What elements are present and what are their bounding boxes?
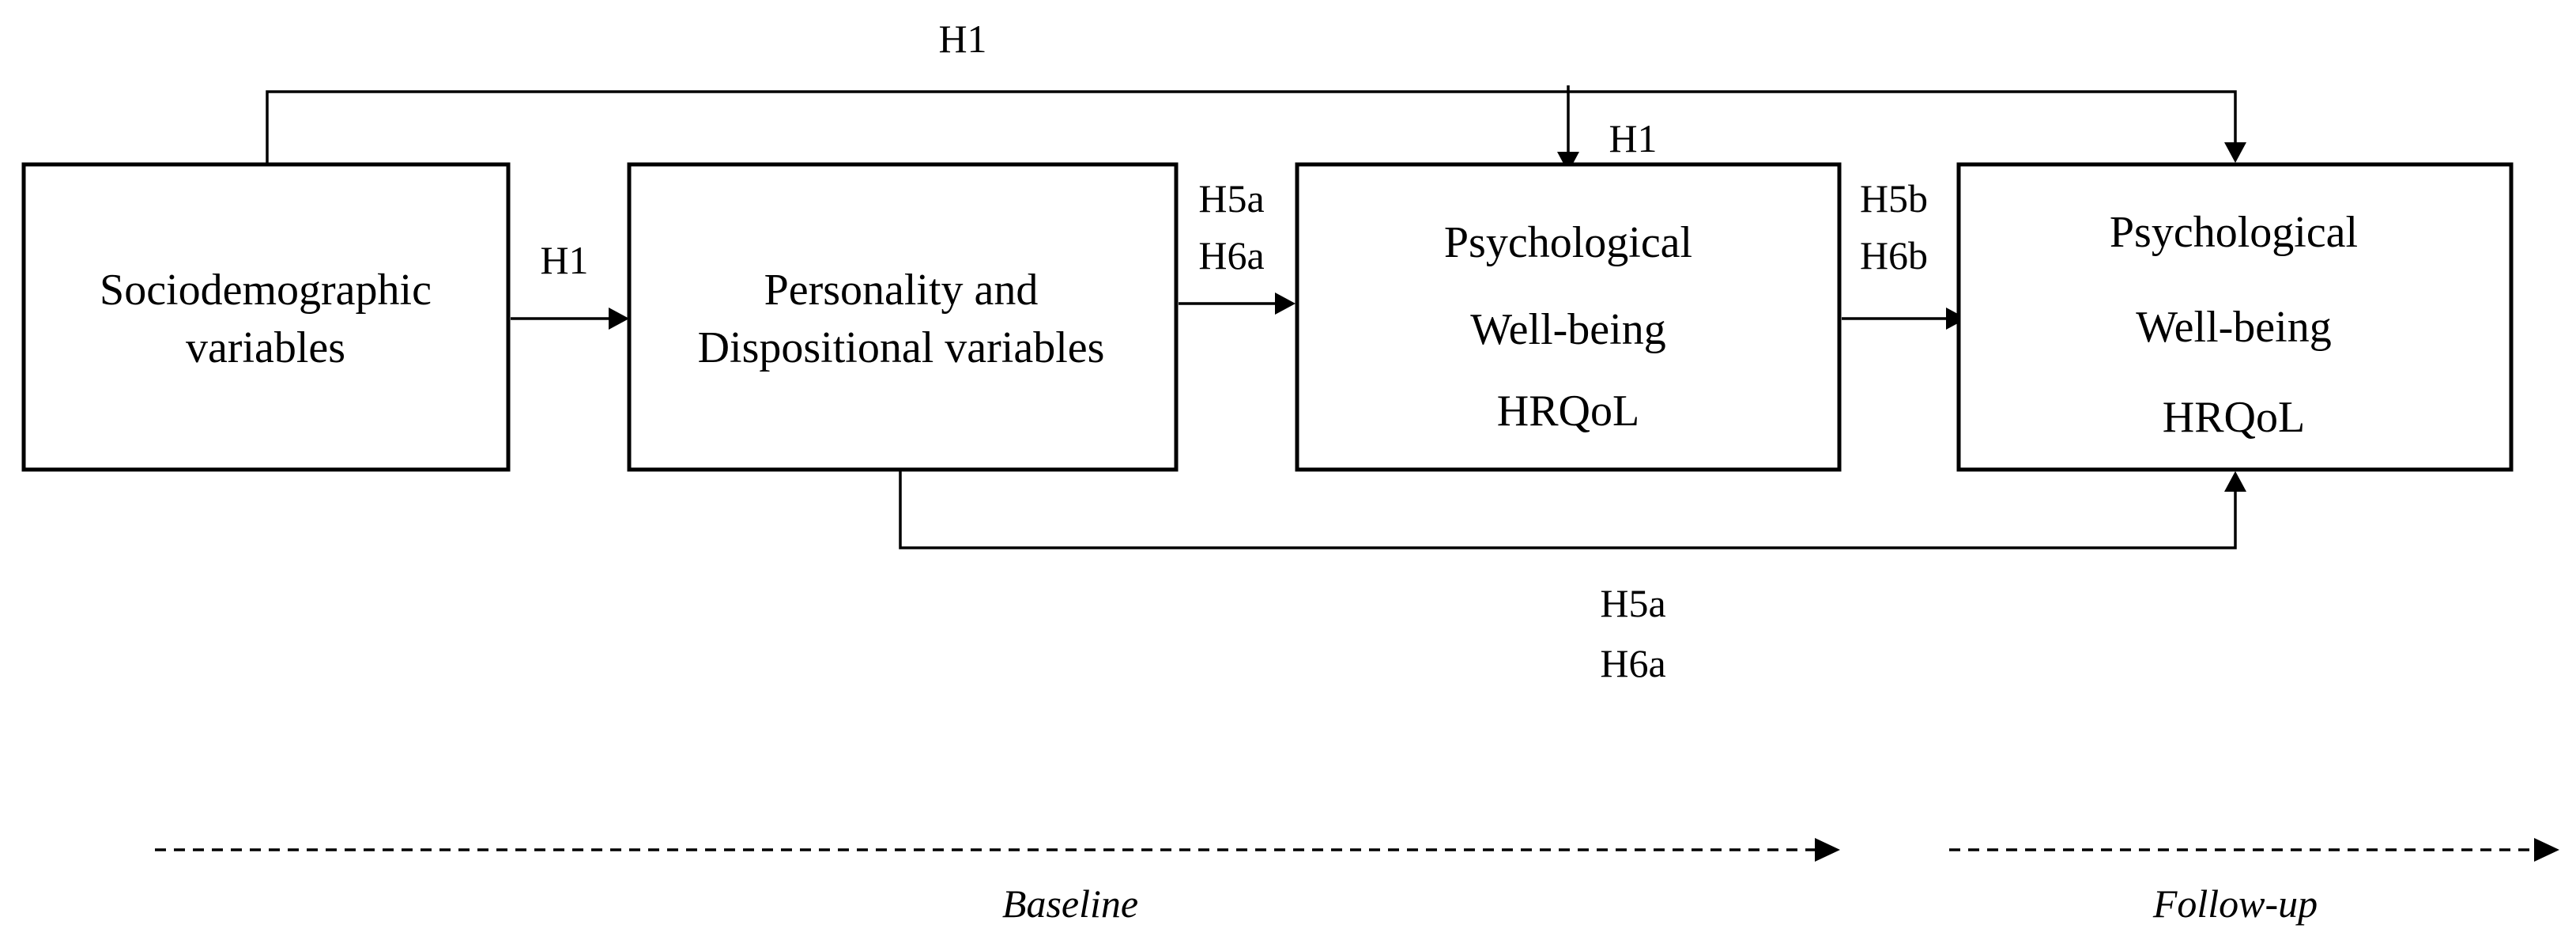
h1-left-arrowhead <box>609 308 629 330</box>
personality-line1: Personality and <box>764 266 1039 315</box>
h5b-label: H5b <box>1860 176 1928 221</box>
followup-label: Follow-up <box>2152 881 2318 926</box>
h5a-h6a-lower-connector <box>899 471 2237 549</box>
baseline-outcomes-box <box>1295 162 1842 472</box>
followup-outcomes-box <box>1956 162 2514 472</box>
baseline-outcomes-line1: Psychological <box>1444 218 1692 267</box>
h1-mid-label: H1 <box>1609 116 1657 160</box>
h1-left-label: H1 <box>540 238 588 282</box>
baseline-outcomes-line2: Well-being <box>1470 305 1665 354</box>
h5a-lower-label: H5a <box>1600 581 1665 625</box>
h6a-lower-label: H6a <box>1600 641 1665 685</box>
h5a-h6a-lower-arrowhead <box>2224 471 2246 492</box>
personality-line2: Dispositional variables <box>698 323 1105 372</box>
h6b-label: H6b <box>1860 233 1928 277</box>
followup-outcomes-line2: Well-being <box>2136 303 2331 352</box>
h5b-h6b-arrowhead <box>1946 308 1967 330</box>
baseline-outcomes-line3: HRQoL <box>1497 387 1639 436</box>
sociodemographic-line1: Sociodemographic <box>100 266 432 315</box>
h5a-h6a-upper-arrowhead <box>1275 292 1296 315</box>
h6a-upper-label: H6a <box>1198 233 1264 277</box>
sociodemographic-box <box>21 162 511 472</box>
h1-mid-arrowhead <box>1557 152 1579 172</box>
followup-outcomes-line1: Psychological <box>2110 208 2358 257</box>
h5a-upper-label: H5a <box>1198 176 1264 221</box>
h1-top-label: H1 <box>938 17 986 61</box>
sociodemographic-line2: variables <box>186 323 345 372</box>
personality-box <box>627 162 1179 472</box>
followup-timeline-arrowhead <box>2534 838 2559 862</box>
baseline-timeline-arrowhead <box>1815 838 1840 862</box>
baseline-label: Baseline <box>1002 881 1138 926</box>
h1-top-connector <box>266 90 2237 164</box>
followup-outcomes-line3: HRQoL <box>2163 393 2305 442</box>
h1-top-arrowhead <box>2224 142 2246 163</box>
